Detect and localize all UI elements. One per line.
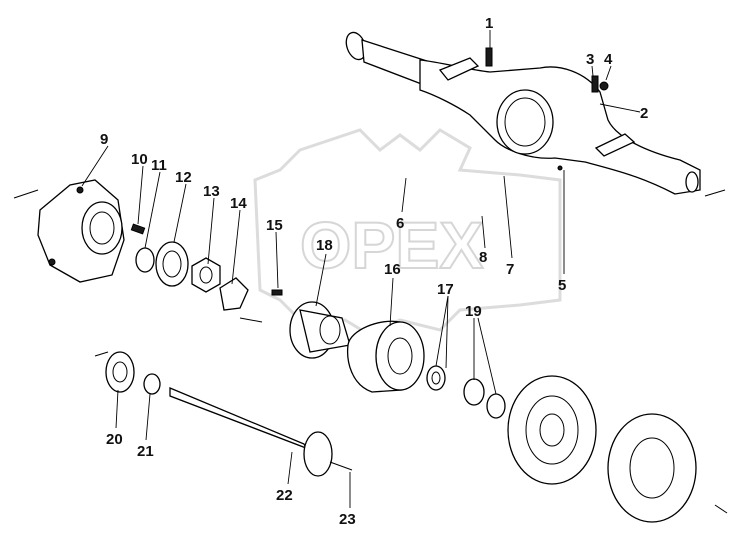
callout-9: 9 [100,131,108,148]
hub-bearings [426,365,506,419]
callout-6: 6 [396,215,404,232]
callout-20: 20 [106,431,123,448]
callout-21: 21 [137,443,154,460]
callout-14: 14 [230,195,247,212]
axis-lines [13,189,728,514]
axle-shaft [105,351,353,477]
wheel-hub [289,301,351,359]
brake-drum [346,320,425,393]
callout-8: 8 [479,249,487,266]
callout-5: 5 [558,277,566,294]
callout-3: 3 [586,51,594,68]
wheel-rims [507,375,697,523]
callout-23: 23 [339,511,356,528]
callout-10: 10 [131,151,148,168]
watermark: OPEX [253,128,562,337]
callout-18: 18 [316,237,333,254]
watermark-gear-icon [253,128,562,337]
callout-19: 19 [465,303,482,320]
axle-housing [345,31,701,195]
callout-13: 13 [203,183,220,200]
callout-12: 12 [175,169,192,186]
callout-labels: 1 2 3 4 5 6 7 8 9 10 11 12 13 14 15 16 1… [100,15,648,528]
callout-7: 7 [506,261,514,278]
callout-22: 22 [276,487,293,504]
callout-4: 4 [604,51,613,68]
brake-bracket [37,179,125,283]
callout-11: 11 [151,157,167,174]
callout-2: 2 [640,105,648,122]
left-small-parts [130,223,283,323]
callout-17: 17 [437,281,454,298]
callout-15: 15 [266,217,283,234]
watermark-text: OPEX [300,208,483,282]
callout-16: 16 [384,261,401,278]
leader-lines [81,30,641,508]
callout-1: 1 [485,15,493,32]
